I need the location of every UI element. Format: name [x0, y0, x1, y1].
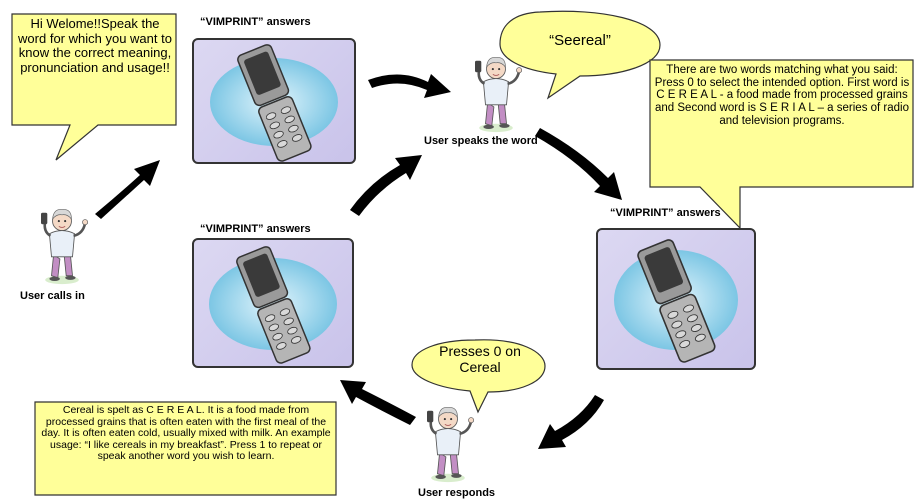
presses-text: Presses 0 on Cereal	[430, 344, 530, 375]
options-text: There are two words matching what you sa…	[654, 64, 910, 127]
phone-card-mid	[192, 238, 354, 368]
answers-top-label: “VIMPRINT” answers	[200, 16, 311, 28]
flip-phone-icon	[194, 40, 354, 162]
phone-card-right	[596, 228, 756, 370]
curved-arrow-icon	[535, 128, 622, 200]
answers-mid-label: “VIMPRINT” answers	[200, 223, 311, 235]
seereal-bubble	[500, 11, 660, 98]
flip-phone-icon	[598, 230, 754, 368]
curved-arrow-icon	[340, 380, 416, 425]
person-responds-icon	[427, 407, 474, 482]
user-responds-label: User responds	[418, 487, 495, 499]
person-calls-in-icon	[41, 209, 88, 284]
seereal-text: “Seereal”	[535, 33, 625, 50]
curved-arrow-icon	[350, 155, 422, 216]
user-calls-in-label: User calls in	[20, 290, 85, 302]
person-speaks-icon	[475, 57, 522, 132]
phone-card-top	[192, 38, 356, 164]
curved-arrow-icon	[538, 395, 604, 449]
welcome-text: Hi Welome!!Speak the word for which you …	[16, 17, 174, 75]
cereal-text: Cereal is spelt as C E R E A L. It is a …	[38, 405, 334, 463]
user-speaks-label: User speaks the word	[424, 135, 538, 147]
arrows	[95, 74, 622, 449]
flip-phone-icon	[194, 240, 352, 366]
answers-right-label: “VIMPRINT” answers	[610, 207, 721, 219]
curved-arrow-icon	[368, 74, 451, 98]
curved-arrow-icon	[95, 160, 160, 219]
